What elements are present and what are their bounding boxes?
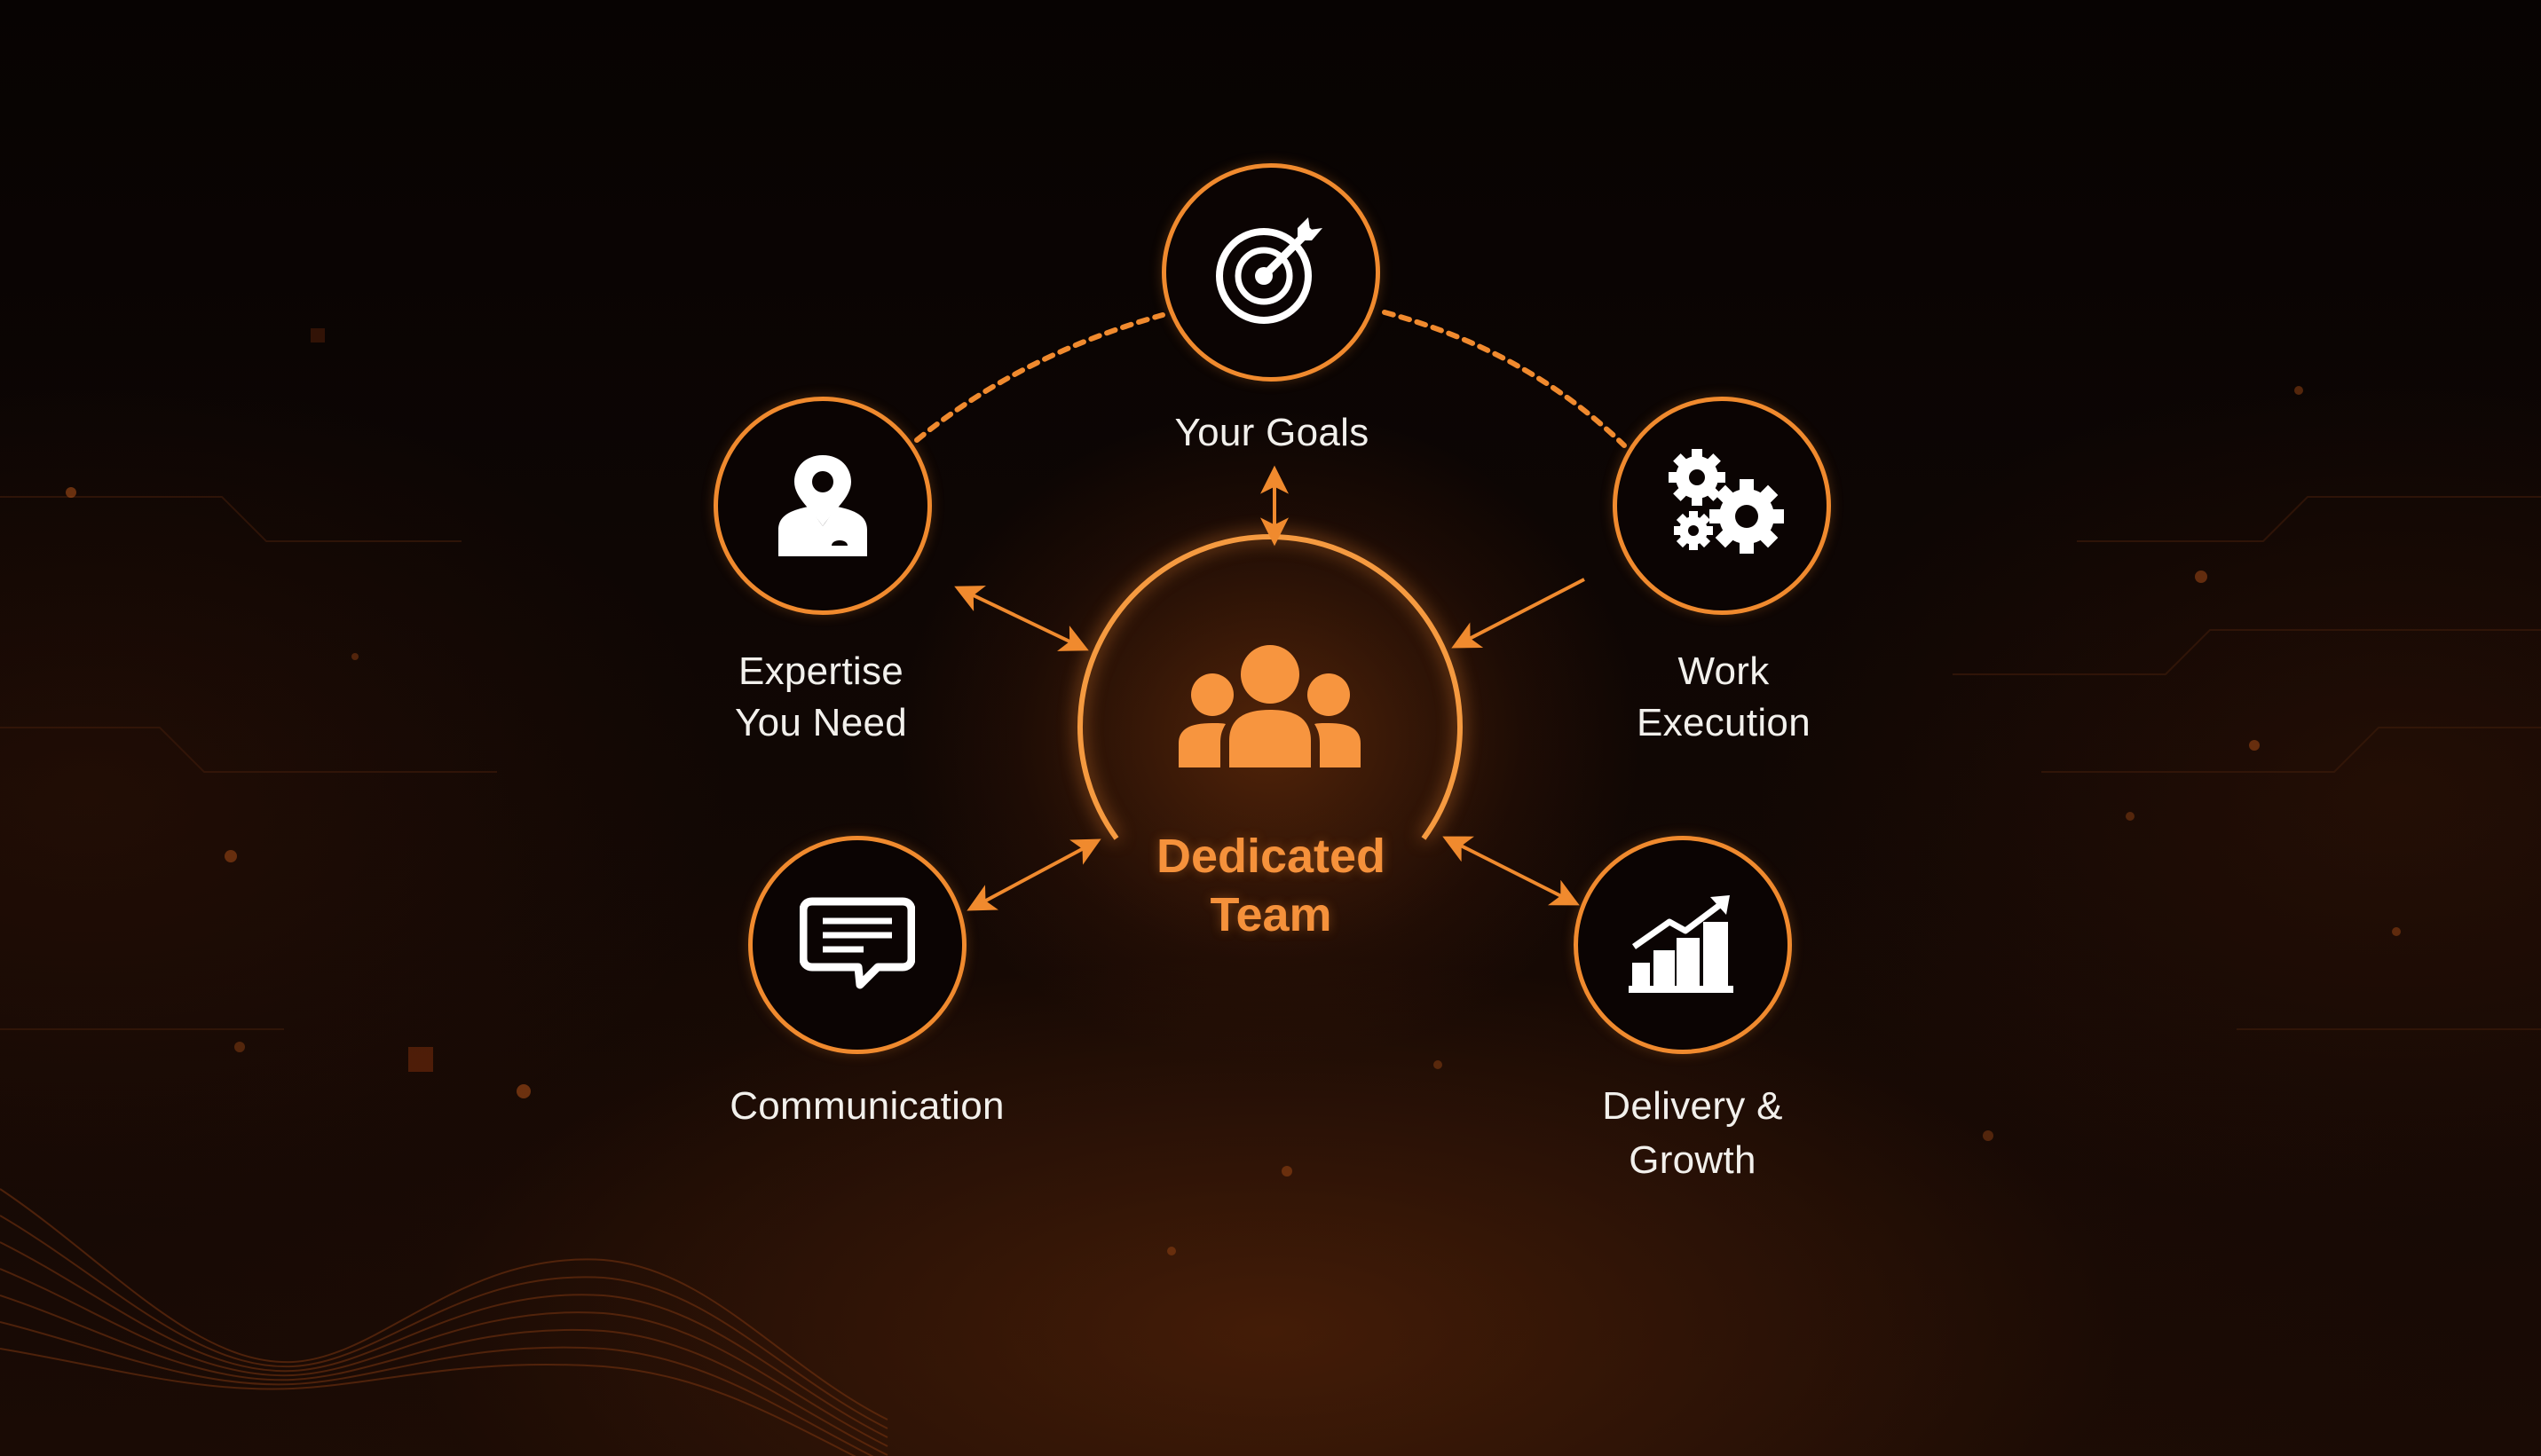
label-work-line1: Work: [1677, 649, 1770, 693]
arrow-communication: [967, 838, 1101, 911]
dashed-connector-right: [1382, 310, 1627, 448]
label-expertise-line1: Expertise: [738, 649, 904, 693]
label-delivery-line2: Growth: [1629, 1138, 1756, 1182]
growth-chart-icon: [1629, 895, 1733, 993]
node-your-goals[interactable]: [1162, 163, 1380, 382]
center-label-line2: Team: [1210, 888, 1332, 941]
person-location-icon: [778, 455, 867, 556]
node-delivery-growth[interactable]: [1574, 836, 1792, 1054]
label-communication: Communication: [730, 1084, 1005, 1128]
node-work-execution[interactable]: [1613, 397, 1831, 615]
node-expertise-you-need[interactable]: [714, 397, 932, 615]
label-your-goals: Your Goals: [1174, 411, 1369, 454]
target-icon: [1216, 217, 1322, 324]
label-delivery-line1: Delivery &: [1602, 1084, 1783, 1128]
node-communication[interactable]: [748, 836, 967, 1054]
gears-icon: [1669, 449, 1784, 554]
center-label-line1: Dedicated: [1156, 830, 1386, 883]
arrow-expertise: [954, 586, 1089, 651]
dashed-connector-left: [914, 312, 1165, 443]
arrow-delivery: [1442, 836, 1580, 906]
chat-icon: [800, 897, 915, 989]
label-expertise-line2: You Need: [734, 701, 908, 744]
label-work-line2: Execution: [1637, 701, 1811, 744]
arrow-work: [1451, 578, 1585, 649]
